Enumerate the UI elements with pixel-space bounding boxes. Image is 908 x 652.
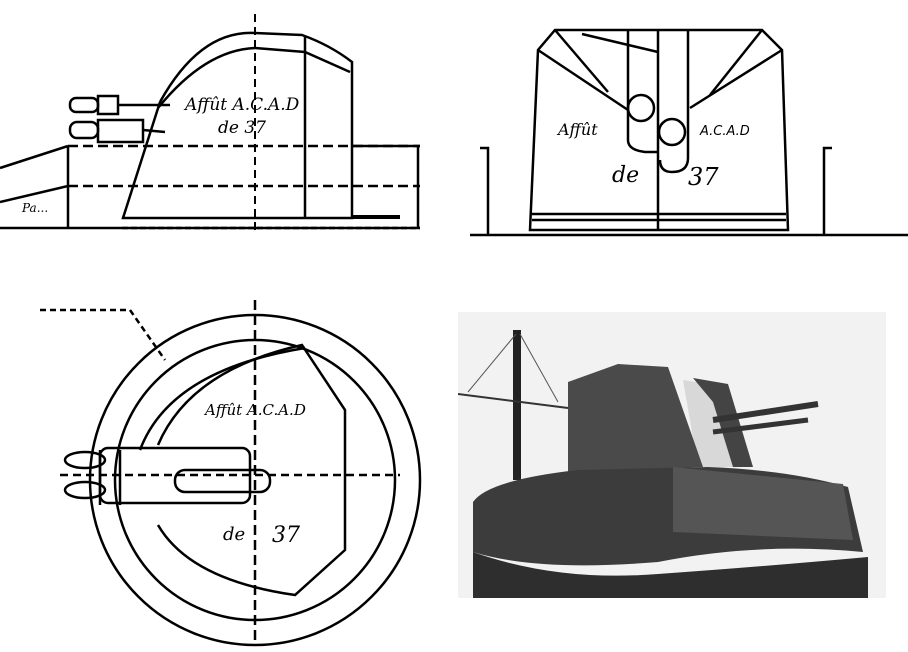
plan-label-bottom-right: 37 [272, 523, 300, 548]
side-label-line2: de 37 [218, 118, 266, 138]
plan-view-svg: Affût A.C.A.D de 37 [40, 300, 422, 647]
front-label-bottom-right: 37 [688, 163, 719, 191]
side-label-corner: Pa... [21, 201, 48, 215]
plan-label-line1: Affût A.C.A.D [203, 401, 306, 419]
turret-photograph [458, 312, 886, 598]
plan-label-bottom-left: de [223, 524, 245, 545]
side-label-line1: Affût A.C.A.D [183, 95, 300, 115]
front-label-right: A.C.A.D [699, 124, 750, 139]
photo-svg [458, 312, 886, 598]
front-label-left: Affût [556, 120, 598, 139]
front-elevation-drawing: Affût A.C.A.D de 37 [470, 0, 908, 260]
side-elevation-drawing: Affût A.C.A.D de 37 Pa... [0, 0, 430, 250]
front-label-bottom-left: de [612, 163, 639, 188]
plan-view-drawing: Affût A.C.A.D de 37 [40, 300, 440, 652]
front-elevation-svg: Affût A.C.A.D de 37 [470, 28, 908, 237]
side-elevation-svg: Affût A.C.A.D de 37 Pa... [0, 14, 420, 232]
